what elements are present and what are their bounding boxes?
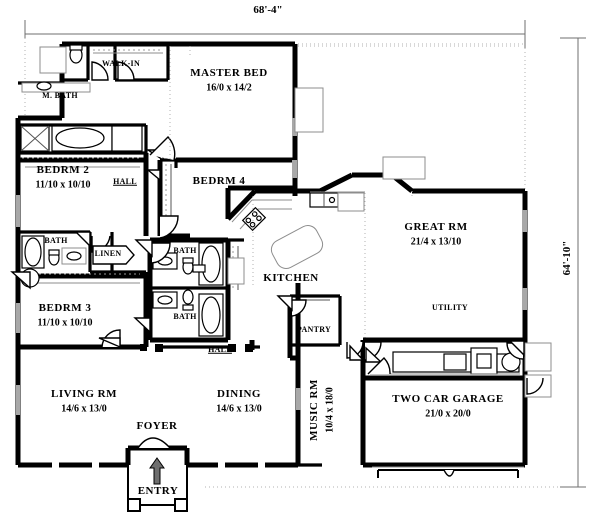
living-dining (15, 340, 260, 465)
room-label-utility: UTILITY (432, 302, 468, 312)
room-label-bath-upper: BATH (173, 245, 197, 255)
bedrm3-walls (16, 276, 149, 351)
room-label-dining: DINING (217, 388, 261, 401)
room-label-bedrm-3: BEDRM 3 (38, 302, 92, 315)
bedrm4-walls (159, 87, 324, 239)
dimension-lines (24, 20, 586, 488)
room-label-great-rm: GREAT RM (404, 221, 468, 234)
room-label-bath-lower: BATH (173, 311, 197, 321)
music-room (295, 341, 366, 467)
room-dim-bedrm-2: 11/10 x 10/10 (35, 179, 91, 191)
overall-width-dimension: 68'-4" (253, 4, 283, 17)
room-label-kitchen: KITCHEN (263, 272, 319, 285)
entry-porch (52, 437, 265, 512)
overall-depth-dimension: 64'-10" (561, 240, 574, 276)
room-label-music-rm: MUSIC RM (308, 379, 321, 441)
room-label-bedrm-2: BEDRM 2 (36, 164, 90, 177)
room-label-pantry: PANTRY (296, 324, 332, 334)
room-dim-music-rm: 10/4 x 18/0 (324, 387, 336, 433)
great-room-windows (382, 156, 527, 310)
room-label-two-car-garage: TWO CAR GARAGE (392, 393, 504, 406)
room-label-foyer: FOYER (136, 420, 178, 433)
garage (363, 337, 552, 478)
room-label-m-bath: M. BATH (42, 90, 78, 100)
room-dim-two-car-garage: 21/0 x 20/0 (425, 408, 471, 420)
room-label-linen: LINEN (94, 248, 122, 258)
bedrm2-walls (16, 153, 149, 236)
room-label-walk-in: WALK-IN (101, 58, 141, 68)
room-label-bedrm-4: BEDRM 4 (192, 175, 246, 188)
room-label-hall-upper: HALL (113, 176, 137, 186)
left-bath-linen (10, 228, 149, 290)
room-dim-master-bed: 16/0 x 14/2 (206, 82, 252, 94)
utility-room (360, 340, 552, 398)
room-dim-bedrm-3: 11/10 x 10/10 (37, 317, 93, 329)
room-dim-great-rm: 21/4 x 13/10 (410, 236, 462, 248)
room-label-hall-lower: HALL (208, 344, 232, 354)
room-dim-living-rm: 14/6 x 13/0 (61, 403, 107, 415)
room-label-entry: ENTRY (137, 485, 179, 498)
room-label-living-rm: LIVING RM (51, 388, 117, 401)
room-label-bath-left: BATH (44, 235, 68, 245)
ceiling-guides (169, 45, 520, 160)
room-label-master-bed: MASTER BED (190, 67, 268, 80)
master-bath-walkin (18, 44, 170, 155)
center-baths (133, 237, 245, 343)
room-dim-dining: 14/6 x 13/0 (216, 403, 262, 415)
kitchen-fixtures (231, 191, 366, 340)
